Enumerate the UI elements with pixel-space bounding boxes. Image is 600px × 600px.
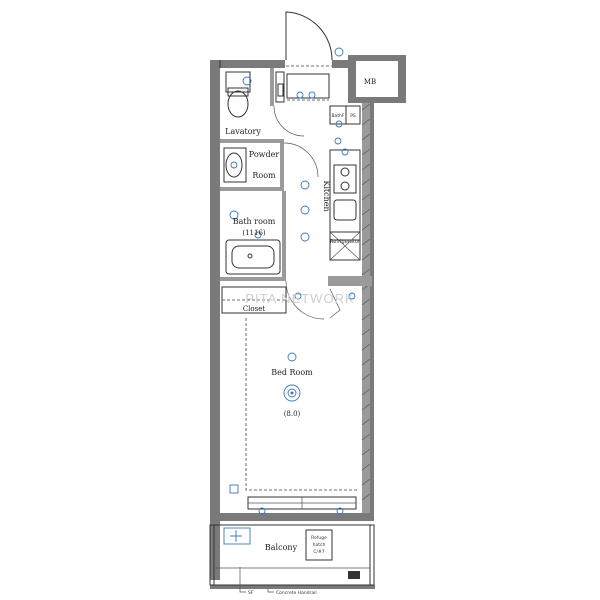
bath-fan-label: BathF xyxy=(331,113,344,119)
ceiling-light-icon xyxy=(283,384,301,402)
bath-room-size: (1116) xyxy=(242,229,266,237)
lavatory-label: Lavatory xyxy=(225,127,261,136)
powder-room-label-2: Room xyxy=(252,171,276,180)
entrance-door xyxy=(285,11,333,67)
balcony-area xyxy=(209,524,375,586)
refuge-hatch-label-3: C/#7 xyxy=(313,549,324,555)
sf-label: SF xyxy=(248,590,254,596)
door-swings xyxy=(273,105,341,320)
toilet xyxy=(225,71,251,118)
ps-label: PS xyxy=(350,113,356,119)
kitchen-counter xyxy=(329,149,361,261)
mb-label: MB xyxy=(364,78,376,86)
electrical-symbols xyxy=(223,47,356,545)
powder-room-label-1: Powder xyxy=(249,150,280,159)
bathtub xyxy=(225,239,281,275)
closet xyxy=(221,286,287,314)
watermark: PITA NETWORK xyxy=(245,291,354,306)
concrete-handrail-label: Concrete Handrail xyxy=(276,590,317,596)
balcony-label: Balcony xyxy=(265,543,298,552)
exterior-walls xyxy=(210,55,406,589)
shoe-cabinet xyxy=(275,71,330,103)
closet-label: Closet xyxy=(243,305,266,313)
bedroom-outline xyxy=(245,318,358,491)
washbasin xyxy=(223,147,247,183)
bath-room-label: Bath room xyxy=(233,217,276,226)
balcony-window xyxy=(247,496,357,510)
kitchen-label: Kitchen xyxy=(322,180,331,211)
right-wall-hatch xyxy=(361,103,371,501)
interior-walls xyxy=(220,68,372,286)
refuge-hatch-label-1: Refuge xyxy=(311,535,327,541)
refrigerator-label: Refrigerator xyxy=(330,239,361,245)
refuge-hatch-label-2: hatch xyxy=(313,542,326,548)
bed-room-size: (8.0) xyxy=(284,410,301,418)
bed-room-label: Bed Room xyxy=(271,368,313,377)
